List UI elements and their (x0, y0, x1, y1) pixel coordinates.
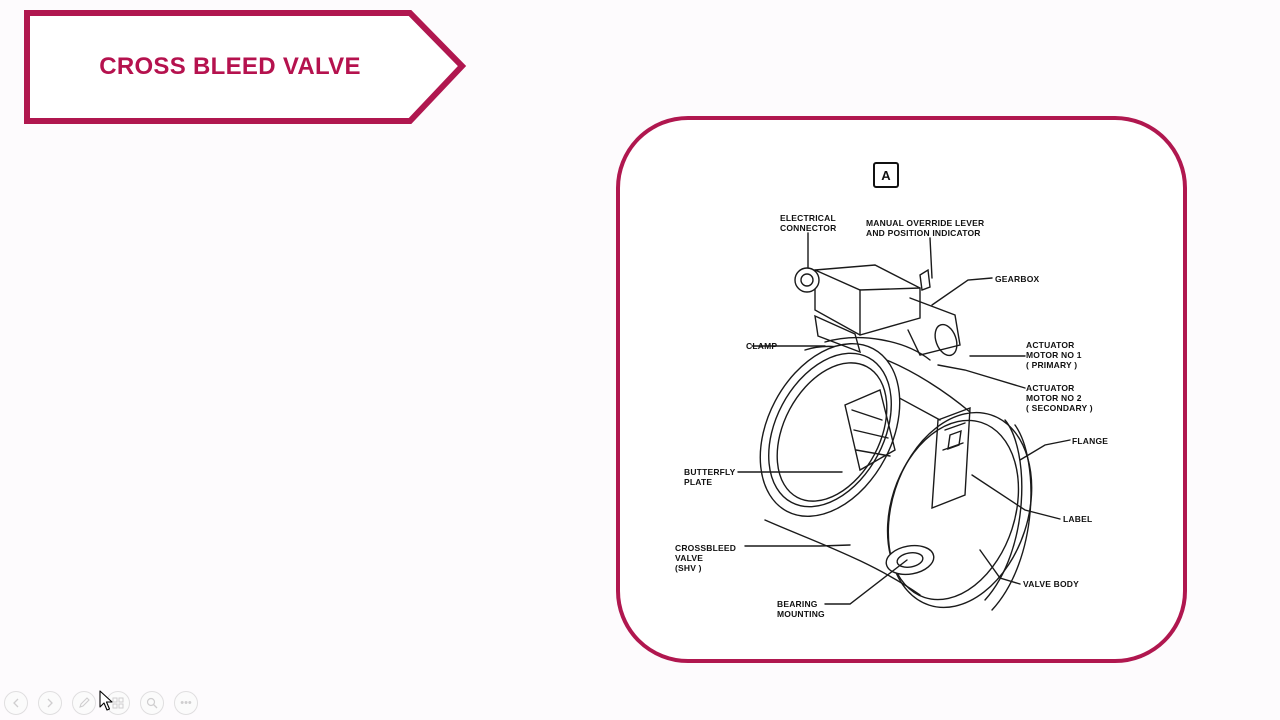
slide-title: CROSS BLEED VALVE (99, 53, 361, 80)
callout-flange: FLANGE (1072, 436, 1109, 446)
slideshow-toolbar: ••• (4, 690, 198, 716)
next-icon[interactable] (38, 691, 62, 715)
diagram-frame: A ELECTRICAL CONNECTOR MANUAL OVERRIDE L… (616, 116, 1187, 663)
callout-gearbox: GEARBOX (995, 274, 1040, 284)
callout-actuator-motor-2: ACTUATOR MOTOR NO 2 ( SECONDARY ) (1026, 383, 1093, 413)
valve-illustration (737, 232, 1071, 611)
callout-label: LABEL (1063, 514, 1093, 524)
banner-arrow-shape (24, 10, 467, 124)
view-a-badge: A (873, 162, 899, 188)
more-icon[interactable]: ••• (174, 691, 198, 715)
callout-bearing-mounting: BEARING MOUNTING (777, 599, 825, 619)
previous-icon[interactable] (4, 691, 28, 715)
callout-clamp: CLAMP (746, 341, 778, 351)
title-banner: CROSS BLEED VALVE (24, 10, 469, 128)
callout-electrical-connector: ELECTRICAL CONNECTOR (780, 213, 837, 233)
callout-crossbleed-valve: CROSSBLEED VALVE (SHV ) (675, 543, 737, 573)
callout-valve-body: VALVE BODY (1023, 579, 1079, 589)
pen-icon[interactable] (72, 691, 96, 715)
callout-manual-override: MANUAL OVERRIDE LEVER AND POSITION INDIC… (866, 218, 985, 238)
callout-butterfly-plate: BUTTERFLY PLATE (684, 467, 736, 487)
zoom-icon[interactable] (140, 691, 164, 715)
mouse-cursor-icon (99, 690, 113, 711)
slides-grid-icon[interactable] (106, 691, 130, 715)
callout-actuator-motor-1: ACTUATOR MOTOR NO 1 ( PRIMARY ) (1026, 340, 1082, 370)
